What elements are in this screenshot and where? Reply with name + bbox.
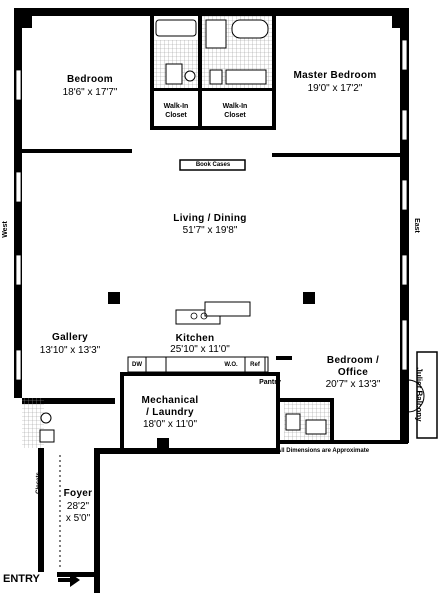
fixtures [39,19,327,443]
entry-label: ENTRY [3,573,40,585]
bedroom-dim: 18'6" x 17'7" [62,87,118,98]
interior-walls [22,16,408,593]
bedroom-label: Bedroom [67,74,113,85]
book-cases-label: Book Cases [195,162,231,168]
walk-in-closet-2-line1: Walk-In [222,103,248,110]
kitchen-counter [127,301,269,373]
walk-in-closet-1-line2: Closet [165,112,187,119]
disclaimer-label: All Dimensions are Approximate [276,448,370,454]
closets-label: Closets [35,472,42,494]
gallery-label: Gallery [51,332,88,343]
kitchen-label: Kitchen [175,333,215,344]
office-dim: 20'7" x 13'3" [325,379,381,390]
east-windows [401,39,408,371]
west-windows [15,69,22,381]
foyer-label: Foyer [63,488,93,499]
foyer-dim-1: 28'2" [66,501,90,512]
east-label: East [412,218,420,233]
office-label-line2: Office [337,367,369,378]
office-label-line1: Bedroom / [326,355,380,366]
master-bedroom-label: Master Bedroom [293,70,377,81]
entry-arrow-icon [58,573,80,587]
kitchen-dim: 25'10" x 11'0" [170,344,230,355]
juliet-balcony-label: Juliet Balcony [414,367,424,422]
book-cases [179,159,246,171]
balcony-door [407,379,425,413]
west-label: West [1,221,9,238]
exterior-walls [14,8,409,443]
walk-in-closet-1-line1: Walk-In [163,103,189,110]
walk-in-closet-2-line2: Closet [224,112,246,119]
juliet-balcony [416,351,438,439]
wo-label: W.O. [224,362,238,368]
foyer-dim-2: x 5'0" [65,513,91,524]
pantry-label: Pantry [259,379,281,386]
mechanical-label-line1: Mechanical [141,395,199,406]
gallery-dim: 13'10" x 13'3" [39,345,101,356]
living-dining-dim: 51'7" x 19'8" [182,225,238,236]
mechanical-dim: 18'0" x 11'0" [142,419,198,430]
dw-label: DW [132,362,142,368]
master-bedroom-dim: 19'0" x 17'2" [307,83,363,94]
mechanical-label-line2: / Laundry [146,407,194,418]
bath-tile-4 [22,398,44,448]
living-dining-label: Living / Dining [173,213,247,224]
ref-label: Ref [250,362,260,368]
cooktop [190,312,208,320]
